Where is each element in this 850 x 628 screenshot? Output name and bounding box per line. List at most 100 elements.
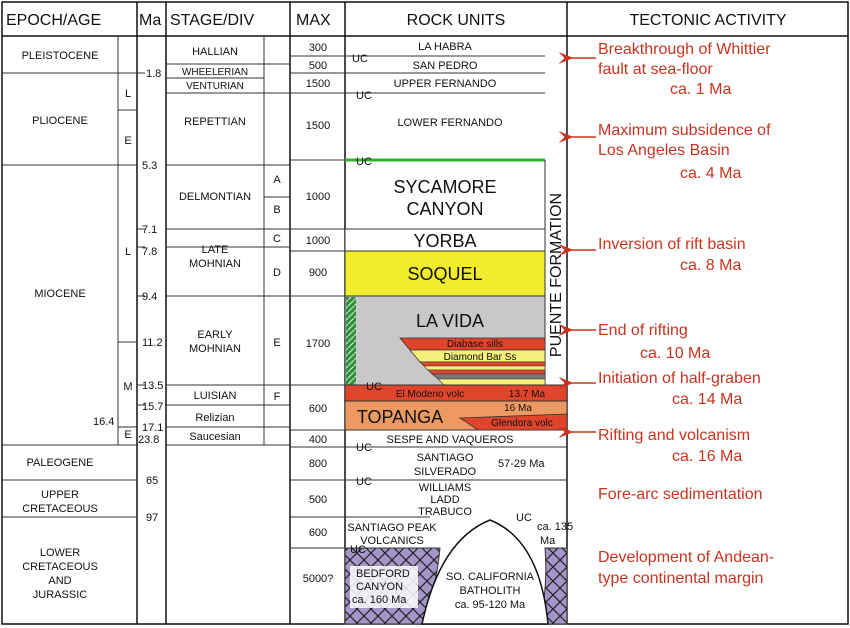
epoch-upper-cretaceous-1: UPPER bbox=[41, 489, 79, 501]
epoch-boundaries bbox=[2, 72, 137, 518]
tectonic-breakthrough-1: Breakthrough of Whittier bbox=[598, 41, 771, 58]
max-boundaries bbox=[290, 55, 345, 549]
ma-7-8: 7.8 bbox=[142, 246, 157, 258]
batholith-dome bbox=[421, 519, 549, 625]
stage-venturian: VENTURIAN bbox=[186, 81, 244, 92]
ma-65: 65 bbox=[146, 475, 158, 487]
div-a: A bbox=[273, 174, 281, 186]
max-san-pedro: 500 bbox=[309, 60, 327, 72]
rock-batholith-3: ca. 95-120 Ma bbox=[455, 599, 526, 611]
rock-santiago: SANTIAGO bbox=[417, 452, 474, 464]
rock-la-vida: LA VIDA bbox=[416, 311, 484, 331]
ma-13-5: 13.5 bbox=[142, 380, 163, 392]
header-ma: Ma bbox=[139, 12, 161, 29]
rock-san-pedro: SAN PEDRO bbox=[413, 60, 478, 72]
stage-late-1: LATE bbox=[202, 244, 229, 256]
rock-soquel: SOQUEL bbox=[407, 264, 482, 284]
rock-sycamore-1: SYCAMORE bbox=[393, 177, 496, 197]
epoch-lower-2: CRETACEOUS bbox=[22, 561, 98, 573]
ma-97: 97 bbox=[146, 512, 158, 524]
rock-santiago-peak-2: VOLCANICS bbox=[360, 535, 424, 547]
soquel-unit bbox=[344, 250, 546, 297]
rock-bedford-3: ca. 160 Ma bbox=[352, 594, 407, 606]
div-c: C bbox=[273, 233, 281, 245]
ma-23-8: 23.8 bbox=[138, 434, 159, 446]
ma-9-4: 9.4 bbox=[142, 291, 157, 303]
rock-el-modeno: El Modeno volc bbox=[396, 389, 464, 400]
rock-age-13-7: 13.7 Ma bbox=[509, 389, 546, 400]
stage-wheelerian: WHEELERIAN bbox=[182, 67, 248, 78]
tectonic-andean-2: type continental margin bbox=[598, 570, 763, 587]
ma-16-4: 16.4 bbox=[93, 416, 114, 428]
header-rock-units: ROCK UNITS bbox=[407, 12, 506, 29]
tectonic-half-graben-1: Initiation of half-graben bbox=[598, 370, 761, 387]
tectonic-subsidence-2: Los Angeles Basin bbox=[598, 142, 730, 159]
ma-1-8: 1.8 bbox=[146, 68, 161, 80]
epoch-lower-1: LOWER bbox=[40, 547, 80, 559]
max-santiago: 800 bbox=[309, 458, 327, 470]
rock-la-habra: LA HABRA bbox=[418, 41, 472, 53]
div-b: B bbox=[273, 204, 280, 216]
uc-label: UC bbox=[350, 544, 366, 556]
stage-late-2: MOHNIAN bbox=[189, 258, 241, 270]
rock-williams: WILLIAMS bbox=[419, 482, 472, 494]
uc-label: UC bbox=[516, 512, 532, 524]
bedford-label-bg bbox=[350, 566, 418, 608]
tectonic-andean-1: Development of Andean- bbox=[598, 549, 774, 566]
epoch-pliocene: PLIOCENE bbox=[32, 115, 88, 127]
rock-age-16: 16 Ma bbox=[504, 403, 532, 414]
ma-15-7: 15.7 bbox=[142, 401, 163, 413]
epoch-miocene: MIOCENE bbox=[34, 288, 85, 300]
stage-luisian: LUISIAN bbox=[194, 390, 237, 402]
rock-batholith-1: SO. CALIFORNIA bbox=[446, 571, 535, 583]
uc-label: UC bbox=[356, 90, 372, 102]
rock-trabuco: TRABUCO bbox=[418, 506, 472, 518]
stage-delmontian: DELMONTIAN bbox=[179, 191, 251, 203]
rock-diamond-bar: Diamond Bar Ss bbox=[444, 352, 517, 363]
epoch-upper-cretaceous-2: CRETACEOUS bbox=[22, 503, 98, 515]
ma-ticks bbox=[137, 72, 145, 406]
rock-bedford-2: CANYON bbox=[356, 581, 403, 593]
ma-7-1: 7.1 bbox=[142, 224, 157, 236]
max-bedford: 5000? bbox=[303, 573, 334, 585]
max-la-habra: 300 bbox=[309, 42, 327, 54]
epoch-lower-3: AND bbox=[48, 575, 71, 587]
sub-miocene-late: L bbox=[125, 246, 131, 258]
rock-santiago-peak-1: SANTIAGO PEAK bbox=[347, 522, 437, 534]
tectonic-breakthrough-3: ca. 1 Ma bbox=[670, 81, 731, 98]
header-epoch: EPOCH/AGE bbox=[6, 12, 101, 29]
uc-label: UC bbox=[366, 381, 382, 393]
tectonic-inversion-1: Inversion of rift basin bbox=[598, 236, 746, 253]
tectonic-inversion-2: ca. 8 Ma bbox=[680, 257, 741, 274]
rock-age-57-29: 57-29 Ma bbox=[498, 458, 545, 470]
puente-formation-label: PUENTE FORMATION bbox=[548, 193, 565, 357]
stage-early-1: EARLY bbox=[197, 329, 233, 341]
max-yorba: 1000 bbox=[306, 235, 330, 247]
header-tectonic: TECTONIC ACTIVITY bbox=[629, 12, 786, 29]
tectonic-end-rifting-2: ca. 10 Ma bbox=[640, 345, 710, 362]
rock-bedford-1: BEDFORD bbox=[356, 568, 410, 580]
max-lower-fernando: 1500 bbox=[306, 120, 330, 132]
rock-age-135b: Ma bbox=[540, 535, 556, 547]
tectonic-half-graben-2: ca. 14 Ma bbox=[672, 391, 742, 408]
header-stage: STAGE/DIV bbox=[170, 12, 254, 29]
stage-early-2: MOHNIAN bbox=[189, 343, 241, 355]
uc-label: UC bbox=[356, 476, 372, 488]
tectonic-rifting-2: ca. 16 Ma bbox=[672, 448, 742, 465]
max-williams: 500 bbox=[309, 494, 327, 506]
sub-miocene-early: E bbox=[124, 429, 131, 441]
tectonic-breakthrough-2: fault at sea-floor bbox=[598, 61, 713, 78]
tectonic-fore-arc: Fore-arc sedimentation bbox=[598, 486, 763, 503]
rock-age-135a: ca. 135 bbox=[537, 521, 573, 533]
max-topanga: 600 bbox=[309, 403, 327, 415]
header-max: MAX bbox=[296, 12, 331, 29]
stage-hallian: HALLIAN bbox=[192, 46, 238, 58]
div-d: D bbox=[273, 267, 281, 279]
max-upper-fernando: 1500 bbox=[306, 78, 330, 90]
tectonic-end-rifting-1: End of rifting bbox=[598, 322, 688, 339]
rock-diabase: Diabase sills bbox=[447, 339, 503, 350]
stage-relizian: Relizian bbox=[195, 412, 234, 424]
epoch-lower-4: JURASSIC bbox=[33, 589, 87, 601]
